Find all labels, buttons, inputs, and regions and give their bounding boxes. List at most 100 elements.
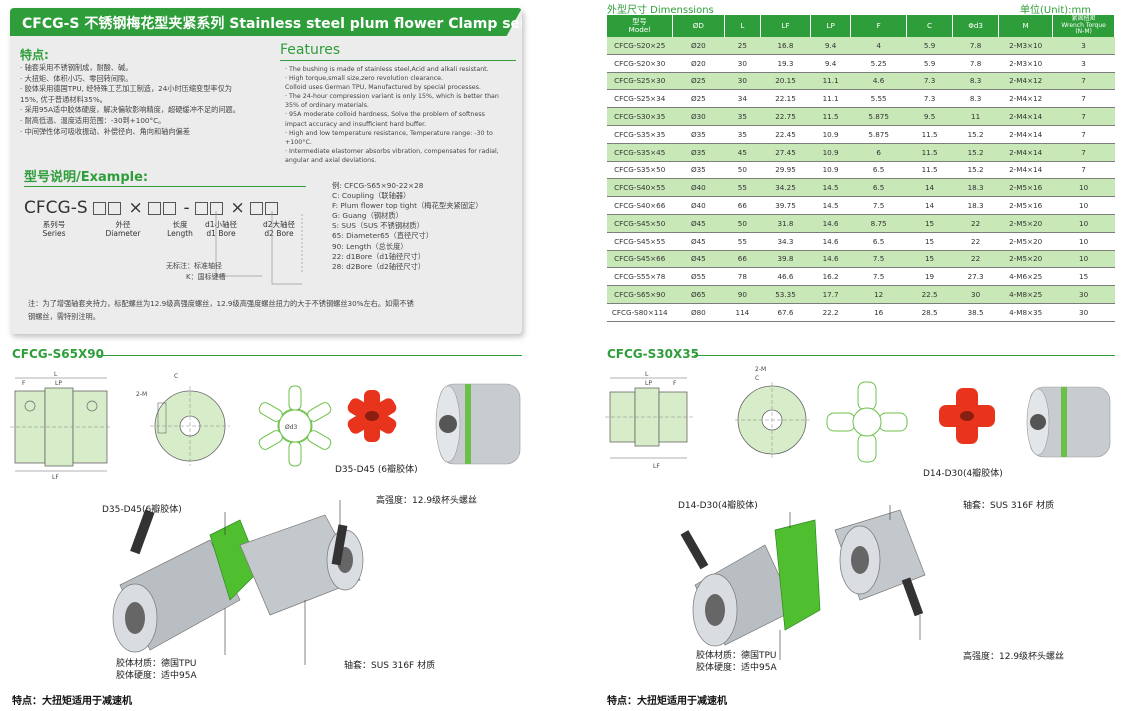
table-cell: 28.5 xyxy=(906,303,953,322)
table-cell: 22.75 xyxy=(760,107,811,126)
table-cell: 30 xyxy=(1052,303,1115,322)
table-cell: 27.45 xyxy=(760,143,811,162)
table-cell: 2-M5×20 xyxy=(998,214,1053,233)
code-box xyxy=(93,201,107,215)
table-cell: 34 xyxy=(724,89,761,109)
front-view-drawing xyxy=(735,382,810,460)
table-cell: 3 xyxy=(1052,37,1115,55)
table-cell: 7.5 xyxy=(850,250,907,269)
table-cell: 6.5 xyxy=(850,232,907,251)
table-cell: Ø45 xyxy=(672,214,725,233)
code-box xyxy=(210,201,224,215)
dim-label-c: C xyxy=(755,375,759,382)
table-cell: 7 xyxy=(1052,161,1115,180)
table-cell: 34.25 xyxy=(760,178,811,198)
table-cell: 45 xyxy=(724,143,761,162)
table-cell: 9.5 xyxy=(906,107,953,126)
table-cell: 6.5 xyxy=(850,178,907,198)
table-cell: 6 xyxy=(850,143,907,162)
green-spider xyxy=(774,519,821,631)
right-product-title: CFCG-S30X35 xyxy=(607,347,699,361)
title-bar xyxy=(10,8,522,36)
column-header: ØD xyxy=(672,15,725,37)
table-cell: 7 xyxy=(1052,89,1115,109)
table-cell: 22 xyxy=(952,250,999,269)
label-d1-bore: d1小轴径 d1 Bore xyxy=(198,220,244,238)
table-cell: 14.5 xyxy=(810,196,851,215)
table-cell: Ø45 xyxy=(672,232,725,251)
spider-outline-drawing xyxy=(826,381,908,463)
table-cell: 67.6 xyxy=(760,303,811,322)
table-cell: 50 xyxy=(724,214,761,233)
table-cell: 9.4 xyxy=(810,37,851,55)
table-cell: 7.5 xyxy=(850,267,907,287)
footnote-line: 钢螺丝，需特别注明。 xyxy=(28,312,100,321)
example-divider xyxy=(24,186,306,187)
table-cell: 50 xyxy=(724,161,761,180)
screw-icon xyxy=(680,530,924,617)
table-cell: 2-M4×12 xyxy=(998,89,1053,109)
model-code-line: CFCG-S × - × xyxy=(24,198,280,218)
dim-label-lp: LP xyxy=(55,380,62,387)
table-cell: 16.2 xyxy=(810,267,851,287)
label-en: Length xyxy=(167,229,193,238)
table-cell: 7 xyxy=(1052,125,1115,144)
features-en-item: · The bushing is made of stainless steel… xyxy=(285,66,489,73)
dim-label-m: 2-M xyxy=(755,366,766,373)
example-leader-lines xyxy=(215,211,303,285)
table-cell: 10 xyxy=(1052,178,1115,198)
table-cell: 7.3 xyxy=(906,89,953,109)
table-cell: 10.9 xyxy=(810,143,851,162)
label-cn: 外径 xyxy=(115,220,131,229)
table-cell: 22.15 xyxy=(760,89,811,109)
legend-item: 90: Length（总长度） xyxy=(332,241,408,251)
table-cell: 10 xyxy=(1052,232,1115,251)
table-cell: 14 xyxy=(906,178,953,198)
table-cell: 8.3 xyxy=(952,72,999,91)
right-callout-sleeve: 轴套：SUS 316F 材质 xyxy=(963,501,1055,511)
table-cell: 66 xyxy=(724,250,761,269)
right-drawings: L LP F LF C 2-M xyxy=(605,366,1111,470)
table-cell: 11.1 xyxy=(810,89,851,109)
table-cell: Ø20 xyxy=(672,54,725,73)
table-cell: 7 xyxy=(1052,143,1115,162)
coupling-photo xyxy=(1026,386,1111,458)
table-cell: Ø30 xyxy=(672,107,725,126)
legend-item: 22: d1Bore（d1轴径尺寸） xyxy=(332,251,426,261)
label-length: 长度 Length xyxy=(160,220,200,238)
code-box xyxy=(148,201,162,215)
dim-label-f: F xyxy=(673,380,677,387)
table-cell: 7.3 xyxy=(906,72,953,91)
table-cell: Ø25 xyxy=(672,72,725,91)
left-callout-spider: D35-D45(6瓣胶体) xyxy=(102,505,182,515)
features-en-item: +100°C. xyxy=(285,138,312,146)
table-cell: 15 xyxy=(906,250,953,269)
table-cell: 53.35 xyxy=(760,285,811,304)
dimensions-title: 外型尺寸 Dimenssions xyxy=(607,5,714,16)
table-cell: CFCG-S35×50 xyxy=(607,161,673,180)
label-en: Diameter xyxy=(105,229,141,238)
table-cell: CFCG-S65×90 xyxy=(607,285,673,304)
table-cell: 14.5 xyxy=(810,178,851,198)
code-box xyxy=(108,201,122,215)
features-en-item: · Intermediate elastomer absorbs vibrati… xyxy=(285,147,499,155)
label-cn: 长度 xyxy=(172,220,188,229)
dim-label-lf: LF xyxy=(52,474,59,481)
features-en-item: 35% of ordinary materials. xyxy=(285,102,369,110)
dash-sign: - xyxy=(183,198,190,218)
table-cell: Ø45 xyxy=(672,250,725,269)
label-en: d1 Bore xyxy=(206,229,236,238)
right-hub xyxy=(834,509,926,601)
table-cell: CFCG-S35×45 xyxy=(607,143,673,162)
label-cn: d1小轴径 xyxy=(204,220,238,229)
table-cell: 16 xyxy=(850,303,907,322)
table-cell: 66 xyxy=(724,196,761,215)
table-cell: Ø25 xyxy=(672,89,725,109)
table-cell: CFCG-S25×34 xyxy=(607,89,673,109)
